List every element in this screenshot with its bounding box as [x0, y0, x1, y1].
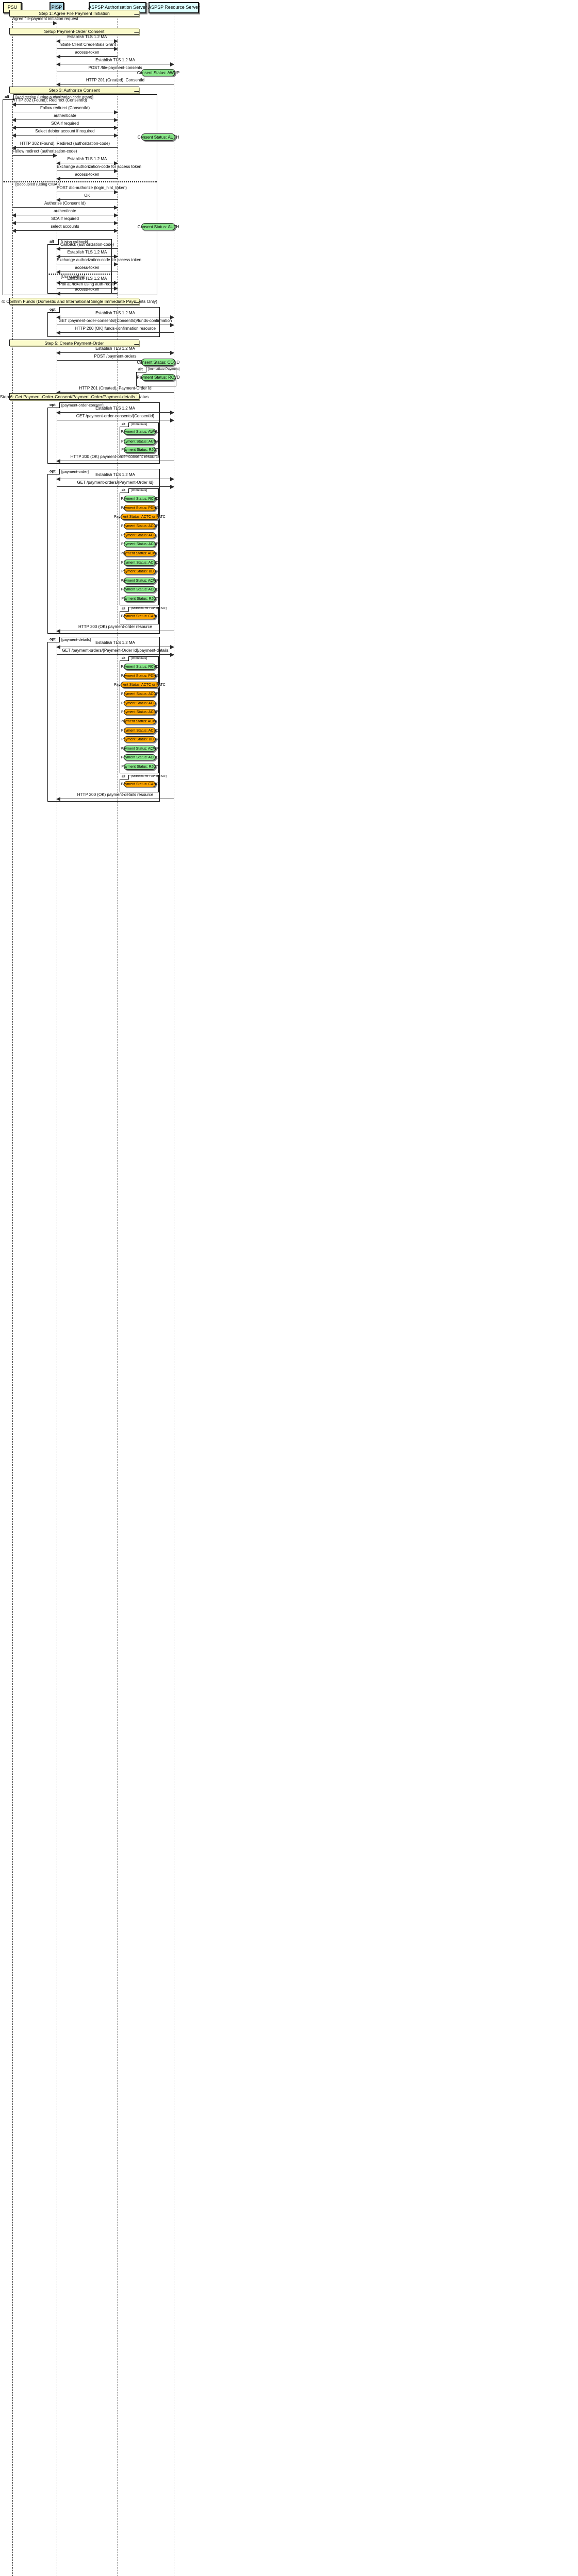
status-badge-order-list-10: Payment Status: ACCC: [121, 586, 158, 592]
fragment-cond-details-additional: [Additional for TOP and SO;]: [131, 775, 167, 778]
step-bar-6: Step 6: Get Payment-Order-Consent/Paymen…: [0, 393, 149, 400]
fragment-label-alt-immediate-payment: alt: [136, 367, 146, 372]
fragment-cond-consent-immediate: [Immediate]: [131, 423, 147, 426]
status-badge-details-list-7: Payment Status: ACSC: [121, 727, 158, 734]
step-bar-1: Step 1: Agree File Payment Initiation: [9, 10, 139, 16]
status-badge-details-list-8: Payment Status: BLCK: [121, 736, 158, 742]
lifeline-psu: [12, 13, 13, 2576]
fragment-divider-decoupled: [3, 181, 157, 182]
status-badge-order-list-6: Payment Status: ACWC: [121, 550, 159, 556]
status-badge-consent-auth-2: Consent Status: AUTH: [138, 223, 179, 230]
fragment-label-opt-payment-details: opt: [47, 637, 60, 642]
status-badge-consent-list-0: Payment Status: AWAU: [121, 429, 159, 435]
fragment-label-alt-order-immediate: alt: [120, 488, 129, 493]
status-badge-details-list-2: Payment Status: ACTC or PATC: [114, 682, 166, 688]
fragment-label-alt-details-immediate: alt: [120, 656, 129, 661]
fragment-label-opt-payment-order-consent: opt: [47, 402, 60, 408]
status-badge-details-list-6: Payment Status: ACWC: [121, 718, 159, 724]
fragment-opt-confirm-funds: [47, 307, 160, 337]
fragment-cond-using-callback: [Using callback]: [61, 240, 88, 244]
status-badge-order-list-11: Payment Status: RJCT: [121, 596, 158, 602]
fragment-label-alt-details-additional: alt: [120, 775, 129, 779]
status-badge-details-list-1: Payment Status: PDNG: [121, 673, 159, 679]
status-badge-order-list-5: Payment Status: ACSP: [121, 541, 158, 547]
fragment-label-alt-order-additional: alt: [120, 607, 129, 612]
status-badge-order-list-3: Payment Status: ACCP: [121, 523, 158, 529]
status-badge-consent-list-2: Payment Status: RJCT: [121, 447, 158, 453]
participant-auth-label: ASPSP Authorisation Server: [88, 5, 147, 10]
fragment-alt-order-immediate: [120, 488, 159, 605]
status-badge-order-list-2: Payment Status: ACTC or PATC: [114, 514, 166, 520]
status-badge-order-list-7: Payment Status: ACSC: [121, 560, 158, 566]
fragment-alt-details-immediate: [120, 656, 159, 773]
status-badge-details-list-0: Payment Status: RCVD: [121, 664, 159, 670]
fragment-label-alt-consent-immediate: alt: [120, 422, 129, 427]
fragment-opt-payment-order: [47, 469, 160, 634]
fragment-cond-order-immediate: [Immediate]: [131, 489, 147, 492]
status-badge-order-list-0: Payment Status: RCVD: [121, 496, 159, 502]
status-badge-order-extra-0: Payment Status: CANC: [121, 613, 159, 619]
status-badge-order-list-4: Payment Status: ACFC: [121, 532, 158, 538]
status-badge-consent-auth-1: Consent Status: AUTH: [138, 133, 179, 141]
status-badge-details-list-11: Payment Status: RJCT: [121, 764, 158, 770]
fragment-label-alt-authorisation: alt: [3, 94, 14, 100]
fragment-cond-details-immediate: [Immediate]: [131, 657, 147, 660]
status-badge-consent-cond: Consent Status: COND: [137, 359, 179, 366]
status-badge-details-extra-0: Payment Status: CANC: [121, 781, 159, 787]
fragment-cond-payment-order-consent: [payment-order-consent]: [61, 403, 104, 408]
fragment-label-alt-callback: alt: [47, 239, 59, 245]
status-badge-details-list-9: Payment Status: ACWP: [121, 745, 159, 752]
step-bar-setup-consent: Setup Payment-Order Consent: [9, 28, 139, 35]
status-badge-details-list-10: Payment Status: ACCC: [121, 754, 158, 760]
fragment-alt-consent-immediate: [120, 422, 159, 455]
step-bar-5: Step 5: Create Payment-Order: [9, 340, 139, 346]
status-badge-consent-list-1: Payment Status: AUTH: [121, 438, 158, 445]
fragment-opt-payment-details: [47, 637, 160, 802]
fragment-label-opt-payment-order: opt: [47, 469, 60, 474]
fragment-label-opt-confirm-funds: opt: [47, 307, 60, 313]
fragment-cond-redirection: [Redirection (Using authorization code g…: [15, 95, 93, 99]
status-badge-order-list-1: Payment Status: PDNG: [121, 505, 159, 511]
fragment-alt-order-additional: [120, 607, 159, 624]
fragment-opt-payment-order-consent: [47, 402, 160, 464]
fragment-cond-immediate-payment: [Immediate Payment]: [148, 367, 180, 371]
participant-aspsp-resource-server[interactable]: ASPSP Resource Server: [148, 2, 200, 13]
fragment-cond-decoupled: [Decoupled (Using CIBA)]: [15, 182, 60, 187]
fragment-divider-polling: [47, 274, 112, 275]
fragment-alt-immediate-payment: [136, 367, 176, 386]
participant-psu-label: PSU: [7, 5, 18, 10]
status-badge-consent-awup: Consent Status: AWUP: [137, 69, 179, 76]
status-badge-order-list-9: Payment Status: ACWP: [121, 578, 159, 584]
fragment-alt-details-additional: [120, 775, 159, 792]
participant-res-label: ASPSP Resource Server: [148, 5, 200, 10]
fragment-cond-payment-details: [payment-details]: [61, 637, 91, 642]
step-bar-3: Step 3: Authorize Consent: [9, 87, 139, 93]
status-badge-details-list-3: Payment Status: ACCP: [121, 691, 158, 697]
fragment-cond-payment-order: [payment-order]: [61, 469, 89, 474]
fragment-alt-authorisation: [3, 94, 157, 295]
fragment-cond-order-additional: [Additional for TOP and SO;]: [131, 607, 167, 610]
status-badge-details-list-5: Payment Status: ACSP: [121, 709, 158, 715]
status-badge-details-list-4: Payment Status: ACFC: [121, 700, 158, 706]
step-bar-4: Step 4: Confirm Funds (Domestic and Inte…: [0, 298, 158, 304]
status-badge-payment-rcvd-immediate: Payment Status: RCVD: [137, 374, 180, 381]
fragment-cond-using-polling: [Using polling]: [61, 274, 86, 279]
participant-pisp-label: PISP: [51, 5, 62, 10]
status-badge-order-list-8: Payment Status: BLCK: [121, 568, 158, 574]
